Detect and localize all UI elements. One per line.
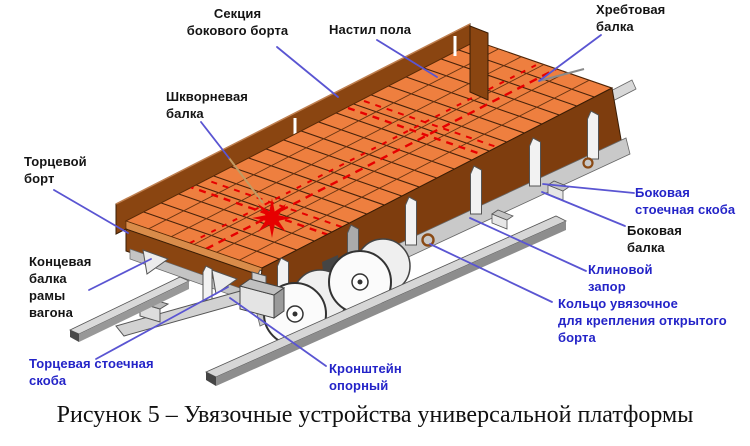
red-center-marker: [252, 198, 292, 238]
label-side-beam: Боковая балка: [627, 223, 682, 255]
leader-side-stanchion-bracket: [542, 183, 635, 194]
figure-caption: Рисунок 5 – Увязочные устройства универс…: [56, 402, 694, 428]
label-end-frame-beam: Концевая балка рамы вагона: [29, 254, 92, 320]
leader-wedge-lock: [469, 217, 587, 272]
leader-spine-beam: [538, 34, 602, 82]
end-bracket: [211, 269, 239, 295]
far-board-end-panel: [453, 25, 489, 101]
label-end-board: Торцевой борт: [24, 154, 87, 186]
label-support-bracket: Кронштейн опорный: [329, 361, 402, 393]
leader-support-bracket: [229, 297, 327, 367]
label-wedge-lock: Клиновой запор: [588, 262, 653, 294]
tying-ring: [421, 233, 435, 247]
label-floor-decking: Настил пола: [329, 22, 412, 37]
label-spine-beam: Хребтовая балка: [596, 2, 666, 34]
leader-side-beam: [541, 191, 626, 227]
left-rail: [69, 276, 190, 342]
end-stanchion: [202, 265, 213, 301]
leader-pivot-beam: [200, 121, 230, 159]
label-side-stanchion-bracket: Боковая стоечная скоба: [635, 185, 736, 217]
tying-ring: [582, 157, 594, 169]
rails: [69, 215, 567, 386]
leader-end-board: [53, 189, 129, 234]
label-side-board-section: Секция бокового борта: [186, 6, 289, 38]
label-end-stanchion-bracket: Торцевая стоечная скоба: [29, 356, 154, 388]
label-tying-ring: Кольцо увязочное для крепления открытого…: [558, 296, 727, 345]
leader-end-stanchion-bracket: [95, 286, 229, 360]
front-rail: [205, 215, 567, 386]
label-pivot-beam: Шкворневая балка: [166, 89, 248, 121]
leader-end-frame-beam: [88, 258, 152, 291]
leader-floor-decking: [376, 39, 438, 78]
end-frame: [125, 220, 267, 311]
coupler: [115, 271, 286, 337]
leader-tying-ring: [429, 243, 553, 303]
leader-lines: [53, 34, 635, 367]
pivot-beam-pointer: [228, 157, 264, 204]
leader-side-board-section: [276, 46, 339, 98]
spine-beam-pointer: [538, 68, 585, 82]
